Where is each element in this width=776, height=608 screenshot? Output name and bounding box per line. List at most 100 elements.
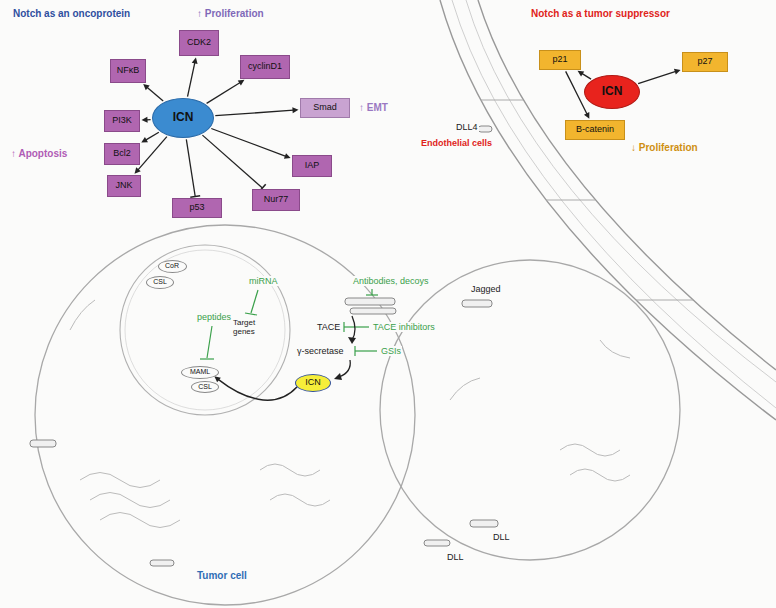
connector	[207, 80, 245, 104]
node-text: CSL	[198, 383, 212, 391]
arrowhead	[143, 84, 150, 90]
arrowhead	[141, 117, 147, 123]
gene-box: p53	[172, 198, 222, 218]
arrowhead	[238, 80, 245, 86]
oval-node: CSL	[191, 381, 219, 393]
oval-node: CoR	[158, 260, 187, 273]
arrowhead	[141, 137, 148, 143]
oval-node: ICN	[584, 75, 640, 109]
arrowhead	[284, 153, 291, 159]
arrowhead	[292, 107, 298, 113]
arrowhead	[334, 373, 342, 380]
text-label: γ-secretase	[296, 346, 345, 356]
arrowhead	[578, 71, 585, 77]
inhibition-leader	[200, 289, 378, 359]
gene-box: cyclinD1	[240, 55, 290, 79]
cell-junction	[636, 300, 693, 301]
organelle	[70, 300, 95, 330]
notch-receptor	[150, 560, 174, 566]
text-label: ↓ Proliferation	[630, 142, 699, 154]
cell-junction	[546, 200, 595, 201]
gene-box: JNK	[107, 175, 141, 197]
connector-line	[582, 73, 591, 79]
connector	[186, 139, 200, 197]
gene-box: p21	[539, 50, 581, 70]
text-label: Target genes	[232, 318, 264, 336]
connector-line	[188, 62, 195, 96]
organelle	[450, 378, 480, 400]
ligand	[424, 540, 450, 546]
text-label: ↑ EMT	[358, 102, 389, 114]
gene-box: CDK2	[179, 30, 219, 56]
connector	[141, 132, 159, 142]
neighbour-cell	[380, 260, 680, 560]
notch-receptor	[345, 298, 395, 305]
text-label: ↑ Apoptosis	[10, 148, 68, 160]
notch-receptor	[350, 308, 396, 314]
organelle	[600, 340, 630, 358]
node-text: Smad	[313, 103, 337, 113]
connector-line	[147, 87, 163, 101]
text-label: GSIs	[380, 346, 402, 356]
gene-box: PI3K	[104, 110, 140, 132]
text-label: miRNA	[248, 276, 279, 286]
gene-box: Nur77	[252, 189, 300, 211]
arrowhead	[674, 69, 681, 75]
gene-box: IAP	[292, 155, 332, 177]
node-text: ICN	[602, 85, 623, 98]
text-label: DLL	[492, 532, 511, 542]
node-text: ICN	[173, 111, 194, 124]
notch-receptor	[30, 440, 56, 447]
text-label: Jagged	[470, 284, 502, 294]
connector	[215, 107, 298, 115]
connector	[214, 376, 297, 400]
connector-line	[218, 379, 297, 400]
text-label: ↑ Proliferation	[196, 8, 265, 20]
connector-line	[186, 139, 195, 196]
oval-node: ICN	[152, 98, 214, 138]
ligand	[478, 126, 492, 132]
gene-box: p27	[682, 52, 728, 72]
gene-box: Bcl2	[104, 143, 140, 165]
cleavage-arrow	[339, 360, 350, 377]
connector	[638, 69, 680, 84]
node-text: CDK2	[187, 38, 211, 48]
vessel-wall	[440, 0, 776, 420]
text-label: Notch as a tumor suppressor	[530, 8, 671, 20]
node-text: CSL	[153, 278, 167, 286]
connector-line	[207, 82, 241, 103]
nucleus	[125, 250, 285, 410]
gene-box: NFκB	[110, 59, 146, 83]
ligand	[462, 300, 492, 307]
organelle	[270, 494, 330, 506]
organelle	[100, 513, 180, 528]
node-text: JNK	[115, 181, 132, 191]
oval-node: CSL	[146, 276, 174, 289]
organelle	[90, 493, 170, 508]
text-label: Notch as an oncoprotein	[12, 8, 131, 20]
node-text: IAP	[305, 161, 320, 171]
organelle	[80, 473, 160, 488]
text-label: peptides	[196, 312, 232, 322]
node-text: PI3K	[112, 116, 132, 126]
connector-line	[138, 137, 167, 171]
oval-node: MAML	[181, 366, 219, 379]
connector	[141, 117, 150, 123]
node-text: CoR	[165, 262, 179, 270]
cleavage-arrow	[352, 316, 355, 340]
text-label: DLL	[446, 552, 465, 562]
node-text: NFκB	[117, 66, 140, 76]
text-label: Antibodies, decoys	[352, 276, 430, 286]
organelle	[560, 444, 620, 456]
node-text: Bcl2	[113, 149, 131, 159]
connector	[202, 135, 265, 192]
connector-line	[215, 110, 293, 116]
ligand	[470, 520, 498, 527]
node-text: MAML	[190, 368, 210, 376]
arrowhead	[214, 376, 221, 382]
connector	[578, 71, 592, 79]
arrowhead	[135, 167, 141, 173]
connector	[188, 57, 198, 96]
organelle	[570, 469, 630, 481]
nucleus	[120, 245, 290, 415]
